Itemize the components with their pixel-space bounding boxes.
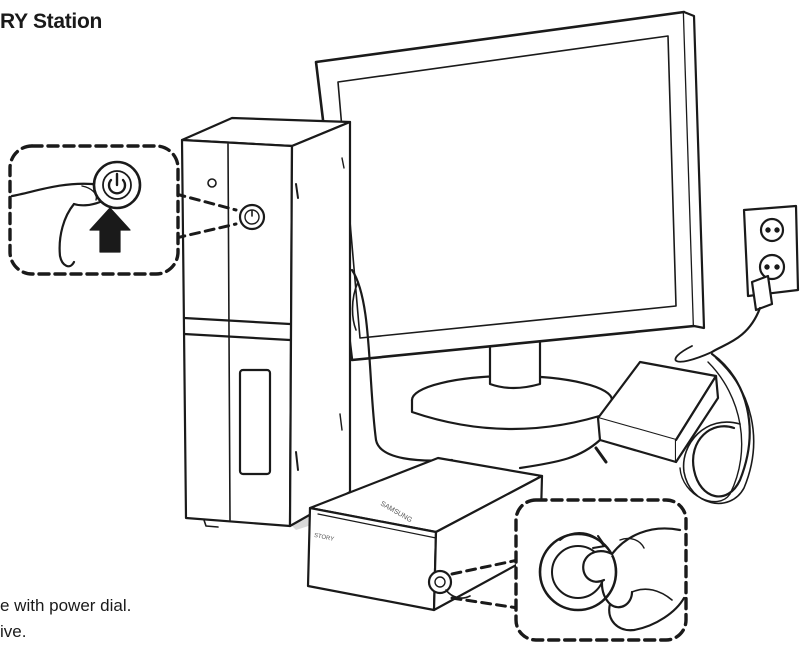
rotate-arrow-icon — [559, 532, 605, 547]
pc-tower — [180, 116, 352, 530]
power-cable — [674, 306, 762, 505]
wall-outlet — [742, 204, 800, 312]
external-hard-drive: SAMSUNG STORY — [306, 456, 544, 612]
caption-line-1: e with power dial. — [0, 596, 132, 615]
power-adapter — [518, 360, 720, 470]
caption-line-2: ive. — [0, 622, 27, 641]
drive-model-label: STORY — [313, 533, 334, 543]
usb-cable — [350, 268, 454, 462]
arrow-up-icon — [89, 207, 131, 253]
power-dial-callout — [450, 498, 688, 642]
power-icon — [107, 172, 127, 195]
page-title: RY Station — [0, 10, 103, 33]
power-button-callout — [8, 144, 238, 276]
